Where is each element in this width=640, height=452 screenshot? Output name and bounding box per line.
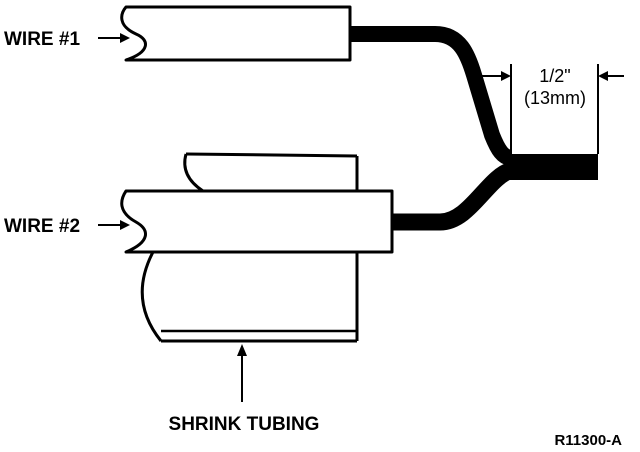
dimension-metric-label: (13mm)	[524, 88, 586, 108]
shrink-tubing-arrow	[237, 344, 247, 402]
wire-2-label: WIRE #2	[4, 216, 80, 237]
wire-1-arrow	[98, 33, 130, 43]
wire-2-arrow	[98, 220, 130, 230]
shrink-tubing	[140, 152, 359, 343]
wire-2	[120, 161, 516, 254]
figure-reference-label: R11300-A	[554, 432, 622, 449]
wire-1	[120, 5, 513, 166]
shrink-tubing-label: SHRINK TUBING	[169, 414, 320, 435]
wire-1-label: WIRE #1	[4, 29, 80, 50]
dimension-marker	[477, 64, 624, 158]
dimension-imperial-label: 1/2"	[539, 66, 570, 86]
twisted-splice	[508, 154, 598, 180]
